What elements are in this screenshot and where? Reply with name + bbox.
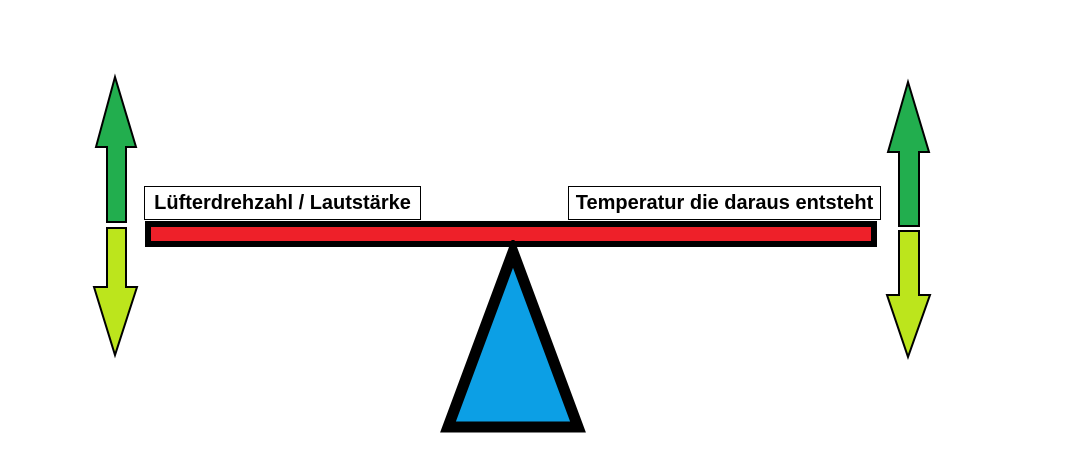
label-right-text: Temperatur die daraus entsteht [575,192,874,214]
label-box-left: Lüfterdrehzahl / Lautstärke [144,186,421,220]
label-box-right: Temperatur die daraus entsteht [568,186,881,220]
arrow-pair-right [838,0,958,463]
down-arrow [92,227,139,359]
up-arrow [886,78,931,227]
up-arrow [94,73,138,223]
down-arrow [885,230,932,361]
fulcrum-container [432,236,598,440]
balance-beam-fill [151,227,871,241]
fulcrum-graphic [440,236,586,433]
label-left-text: Lüfterdrehzahl / Lautstärke [154,192,411,214]
fulcrum-triangle [440,236,586,433]
right-arrows-graphic [885,78,932,361]
left-arrows-graphic [92,73,139,359]
arrow-pair-left [58,0,178,463]
